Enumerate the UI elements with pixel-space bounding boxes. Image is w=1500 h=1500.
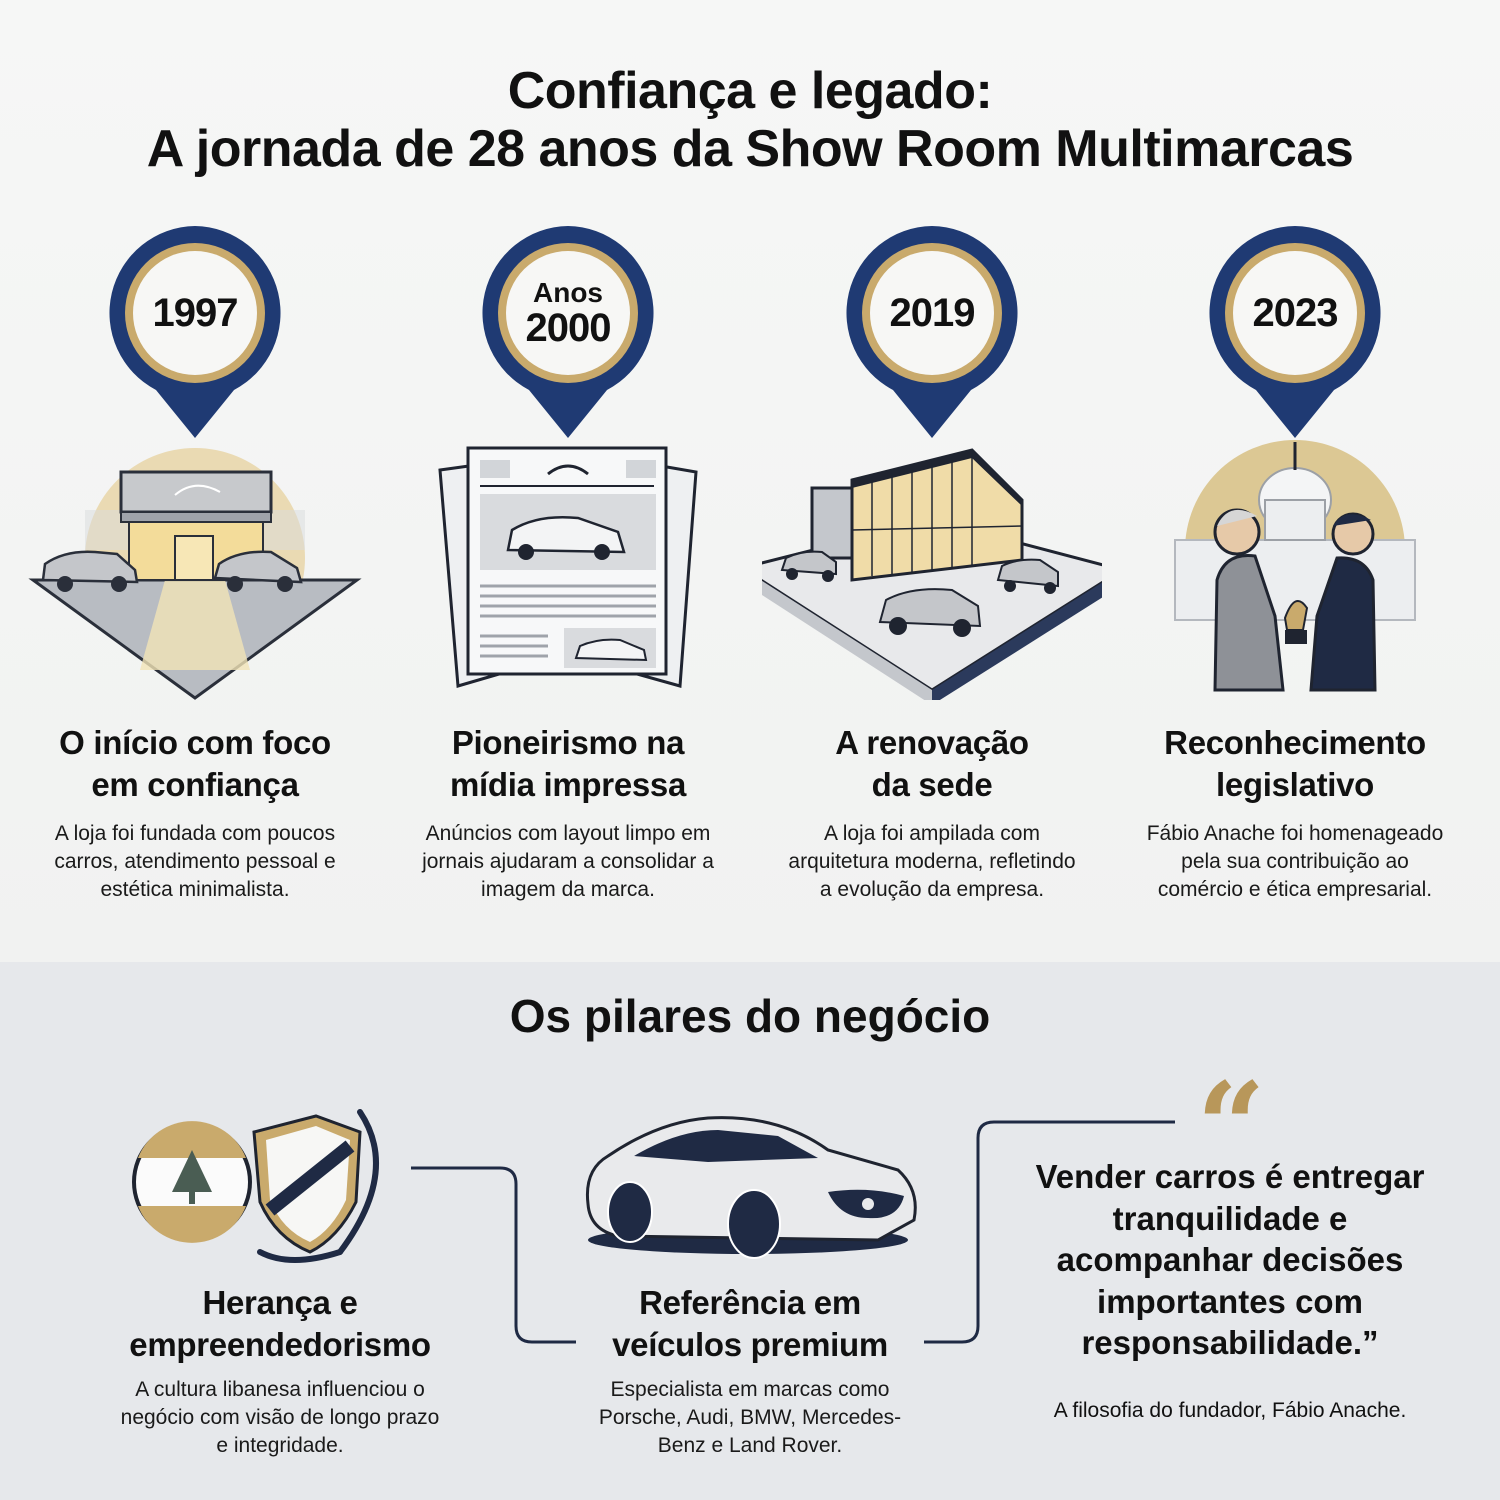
pillar-premium-vehicles: Referência em veículos premium Especiali…: [560, 1282, 940, 1460]
map-pin-icon: 1997: [104, 222, 286, 440]
section-title: Os pilares do negócio: [509, 990, 991, 1042]
title-line-1: Confiança e legado:: [507, 62, 993, 120]
year-label: 2023: [1252, 291, 1339, 335]
step-description: Fábio Anache foi homenageado pela sua co…: [1146, 822, 1444, 901]
pillar-title: Herança e empreendedorismo: [129, 1284, 431, 1363]
step-description: A loja foi fundada com poucos carros, at…: [54, 822, 336, 901]
year-label: 2019: [889, 291, 976, 335]
timeline-item-anos-2000: Anos 2000: [398, 222, 738, 904]
timeline-item-1997: 1997 O início com foco em confiança: [25, 222, 365, 904]
step-title: A renovação da sede: [835, 724, 1029, 803]
title-line-2: A jornada de 28 anos da Show Room Multim…: [146, 120, 1354, 178]
step-description: A loja foi ampilada com arquitetura mode…: [788, 822, 1076, 901]
timeline-item-2023: 2023 Reconhecimento legislativo Fábio An…: [1125, 222, 1465, 904]
map-pin-icon: Anos 2000: [477, 222, 659, 440]
pillar-title: Referência em veículos premium: [612, 1284, 888, 1363]
quote-attribution: A filosofia do fundador, Fábio Anache.: [1053, 1399, 1407, 1422]
step-title: O início com foco em confiança: [59, 724, 331, 803]
quote-mark-icon: “: [1196, 1056, 1266, 1197]
page-title: Confiança e legado: A jornada de 28 anos…: [0, 62, 1500, 178]
lebanon-flag-shield-laurel-icon: [120, 1092, 410, 1272]
step-description: Anúncios com layout limpo em jornais aju…: [422, 822, 714, 901]
pillar-description: A cultura libanesa influenciou o negócio…: [120, 1378, 440, 1457]
step-title: Reconhecimento legislativo: [1164, 724, 1426, 803]
year-label: 1997: [152, 291, 239, 335]
storefront-with-cars-icon: [25, 440, 365, 700]
map-pin-icon: 2023: [1204, 222, 1386, 440]
map-pin-icon: 2019: [841, 222, 1023, 440]
pillar-heritage: Herança e empreendedorismo A cultura lib…: [90, 1282, 470, 1460]
modern-dealership-icon: [738, 440, 1126, 705]
award-handshake-capitol-icon: [1125, 440, 1465, 700]
timeline-item-2019: 2019: [738, 222, 1126, 904]
premium-sedan-icon: [578, 1100, 918, 1260]
pillar-description: Especialista em marcas como Porsche, Aud…: [598, 1378, 902, 1457]
step-title: Pioneirismo na mídia impressa: [449, 724, 687, 803]
newspaper-car-ads-icon: [398, 440, 738, 700]
year-prefix: Anos: [533, 277, 603, 308]
year-label: 2000: [525, 306, 612, 350]
founder-quote: Vender carros é entregar tranquilidade e…: [1035, 1158, 1425, 1361]
